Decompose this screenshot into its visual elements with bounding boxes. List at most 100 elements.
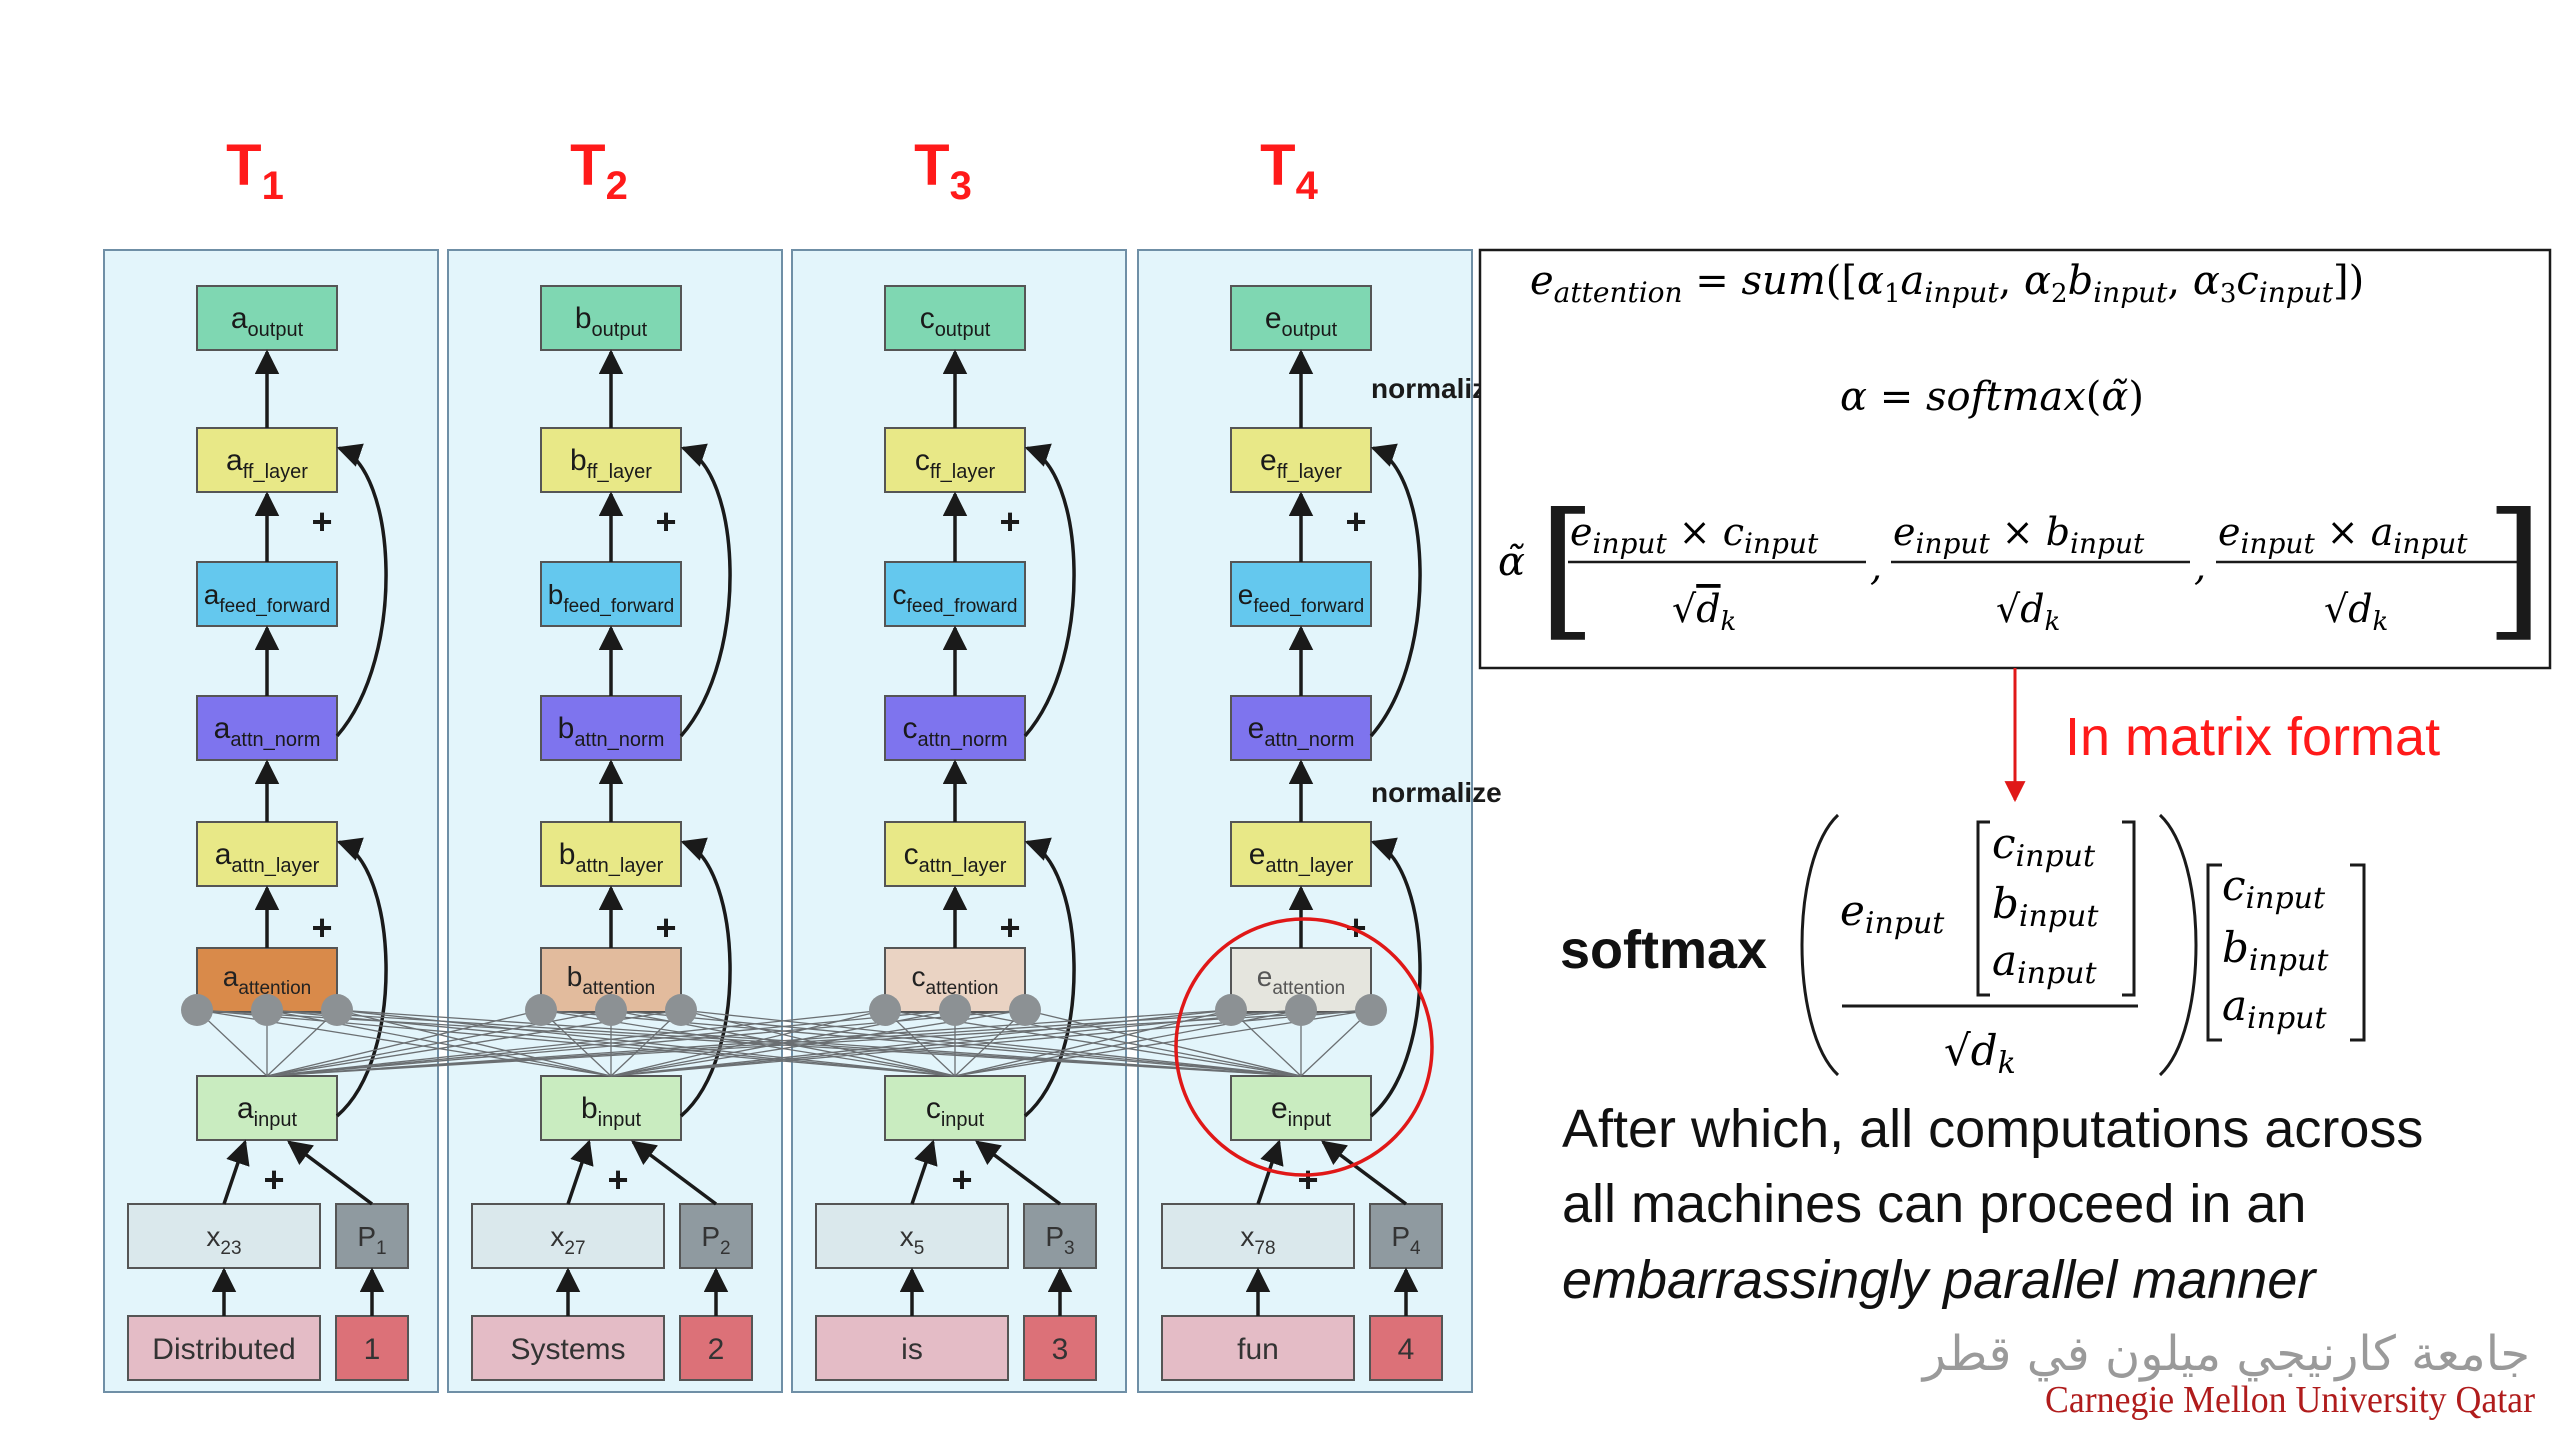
plus-sign: + bbox=[999, 501, 1020, 542]
attention-edge bbox=[266, 1009, 338, 1077]
softmax-label: softmax bbox=[1560, 920, 1767, 980]
description-line-3: embarrassingly parallel manner bbox=[1562, 1250, 2317, 1310]
word-label: Systems bbox=[510, 1333, 625, 1366]
output-node-label: eoutput bbox=[1265, 302, 1338, 341]
logo-arabic: جامعة كارنيجي ميلون في قطر bbox=[1921, 1326, 2530, 1382]
residual-connection-ff bbox=[679, 443, 732, 738]
output-node bbox=[540, 285, 682, 351]
output-node bbox=[1230, 285, 1372, 351]
softmax-matrix-expression: softmax einput cinput binput ainput √dk … bbox=[1560, 813, 2366, 1081]
word-box bbox=[127, 1315, 321, 1381]
attention-edge bbox=[266, 1009, 1372, 1077]
normalize-label-bottom: normalize bbox=[1371, 777, 1502, 808]
positional-encoding-label: P1 bbox=[357, 1221, 386, 1259]
attention-edge bbox=[266, 1009, 612, 1077]
svg-text:,: , bbox=[2194, 545, 2206, 589]
column-4: T4eoutputeff_layerefeed_forwardeattn_nor… bbox=[1137, 133, 1502, 1393]
word-label: fun bbox=[1237, 1333, 1279, 1366]
word-label: is bbox=[901, 1333, 923, 1366]
column-title: T4 bbox=[1260, 133, 1318, 208]
svg-text:√dk: √dk bbox=[1944, 1026, 2016, 1081]
plus-sign: + bbox=[655, 501, 676, 542]
attention-head-dot bbox=[595, 994, 627, 1026]
attention-edge bbox=[266, 1009, 542, 1077]
attention-node-label: cattention bbox=[912, 961, 999, 999]
svg-text:[: [ bbox=[1538, 482, 1597, 656]
output-node-label: aoutput bbox=[231, 302, 304, 341]
residual-connection-ff bbox=[335, 443, 388, 738]
attention-edge bbox=[1300, 1009, 1372, 1077]
feed-forward-node bbox=[884, 561, 1026, 627]
formula-eq2: α = softmax(α̃) bbox=[1840, 374, 2144, 420]
word-label: Distributed bbox=[152, 1333, 295, 1366]
plus-sign: + bbox=[1345, 501, 1366, 542]
positional-encoding-label: P3 bbox=[1045, 1221, 1074, 1259]
attention-head-dot bbox=[1285, 994, 1317, 1026]
column-1: T1aoutputaff_layerafeed_forwardaattn_nor… bbox=[103, 133, 439, 1393]
column-title: T1 bbox=[226, 133, 284, 208]
input-node bbox=[540, 1075, 682, 1141]
pos-to-input-arrow bbox=[1321, 1140, 1408, 1206]
attention-head-dot bbox=[1215, 994, 1247, 1026]
svg-text:]: ] bbox=[2485, 482, 2544, 656]
attn-layer-node-label: battn_layer bbox=[559, 838, 664, 877]
word-box bbox=[471, 1315, 665, 1381]
svg-text:√dk: √dk bbox=[1672, 587, 1736, 637]
description-line-2: all machines can proceed in an bbox=[1562, 1174, 2306, 1234]
ff-layer-node-label: cff_layer bbox=[915, 444, 996, 483]
token-embedding-label: x27 bbox=[550, 1221, 585, 1259]
plus-sign: + bbox=[655, 907, 676, 948]
attn-layer-node bbox=[540, 821, 682, 887]
plus-sign: + bbox=[263, 1159, 284, 1200]
position-number-label: 4 bbox=[1398, 1333, 1415, 1366]
svg-text:√dk: √dk bbox=[1996, 587, 2060, 637]
attn-layer-node-label: aattn_layer bbox=[215, 838, 320, 877]
feed-forward-node-label: bfeed_forward bbox=[548, 579, 674, 617]
positional-encoding-label: P4 bbox=[1391, 1221, 1421, 1259]
position-number-label: 3 bbox=[1052, 1333, 1069, 1366]
plus-sign: + bbox=[311, 907, 332, 948]
ff-layer-node bbox=[540, 427, 682, 493]
highlight-circle bbox=[1174, 917, 1434, 1177]
attention-edge bbox=[266, 1009, 886, 1077]
svg-text:α̃: α̃ bbox=[1498, 539, 1525, 585]
svg-text:cinput: cinput bbox=[2222, 861, 2326, 916]
svg-text:binput: binput bbox=[1992, 879, 2099, 934]
svg-text:√dk: √dk bbox=[2324, 587, 2388, 637]
token-embedding-node bbox=[127, 1203, 321, 1269]
input-node bbox=[1230, 1075, 1372, 1141]
feed-forward-node-label: afeed_forward bbox=[204, 579, 330, 617]
attention-node-label: eattention bbox=[1257, 961, 1345, 999]
ff-layer-node-label: eff_layer bbox=[1260, 444, 1342, 483]
token-to-input-arrow bbox=[222, 1139, 250, 1205]
description-line-1: After which, all computations across bbox=[1562, 1099, 2423, 1159]
attn-norm-node-label: aattn_norm bbox=[214, 712, 321, 751]
token-embedding-label: x78 bbox=[1240, 1221, 1275, 1259]
attention-edge bbox=[266, 1009, 1232, 1077]
svg-text:,: , bbox=[1870, 545, 1882, 589]
ff-layer-node bbox=[196, 427, 338, 493]
word-box bbox=[1161, 1315, 1355, 1381]
formula-box: eattention = sum([α1ainput, α2binput, α3… bbox=[1478, 248, 2552, 670]
position-number-box bbox=[335, 1315, 409, 1381]
matrix-format-label: In matrix format bbox=[2065, 707, 2440, 767]
svg-text:cinput: cinput bbox=[1992, 819, 2096, 874]
column-title: T3 bbox=[914, 133, 972, 208]
attn-layer-node-label: eattn_layer bbox=[1249, 838, 1354, 877]
svg-text:ainput: ainput bbox=[2222, 981, 2327, 1036]
input-node bbox=[884, 1075, 1026, 1141]
column-2: T2boutputbff_layerbfeed_forwardbattn_nor… bbox=[447, 133, 783, 1393]
attention-head-dot bbox=[181, 994, 213, 1026]
attn-norm-node-label: cattn_norm bbox=[902, 712, 1007, 751]
attention-edge bbox=[266, 1009, 1302, 1077]
residual-connection-attn bbox=[335, 837, 388, 1118]
input-node-label: einput bbox=[1271, 1092, 1332, 1131]
formula-eq3: α̃ [ ] einput × cinput √dk , einput × bi… bbox=[1498, 482, 2544, 656]
cmu-qatar-logo: جامعة كارنيجي ميلون في قطر Carnegie Mell… bbox=[1921, 1326, 2536, 1421]
output-node-label: boutput bbox=[575, 302, 648, 341]
position-number-label: 1 bbox=[364, 1333, 381, 1366]
attn-norm-node bbox=[196, 695, 338, 761]
attention-head-dot bbox=[1355, 994, 1387, 1026]
output-node-label: coutput bbox=[920, 302, 991, 341]
